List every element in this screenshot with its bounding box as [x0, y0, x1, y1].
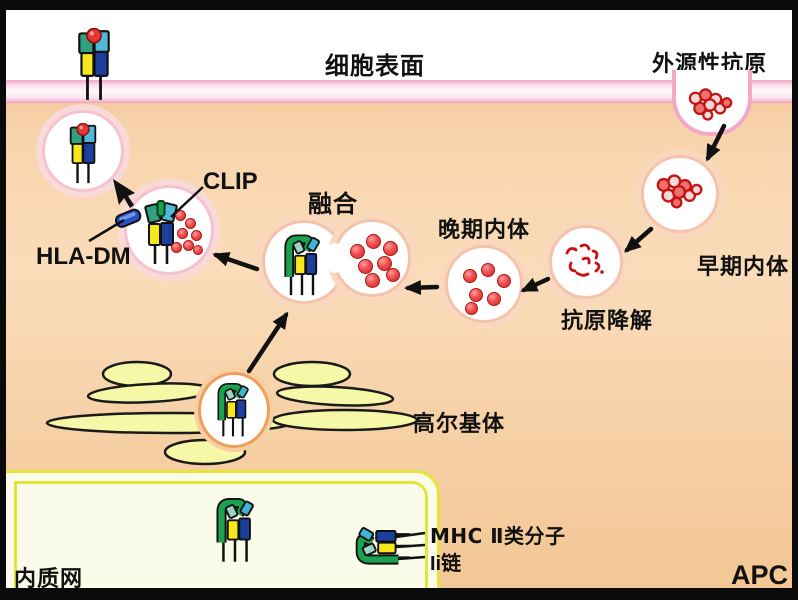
peptide-dot	[191, 230, 202, 241]
peptide-dot	[350, 244, 365, 259]
antigen-cluster-icon	[656, 174, 703, 209]
label-apc: APC	[731, 560, 789, 588]
peptide-dot	[465, 302, 478, 315]
antigen-cluster-icon	[688, 88, 733, 121]
mhc-ii-peptide-surface-icon	[72, 27, 116, 107]
mhc-ii-ii-chain-complex-icon	[284, 234, 320, 296]
label-fusion: 融合	[308, 191, 358, 218]
peptide-dot	[171, 242, 182, 253]
label-ii-chain: Ii链	[430, 553, 462, 575]
peptide-dot	[175, 210, 186, 221]
peptide-dot	[386, 268, 400, 282]
mhc-ii-ii-chain-complex-icon	[217, 383, 249, 437]
label-antigen-degradation: 抗原降解	[561, 308, 654, 333]
antigen-degradation-vesicle	[549, 225, 623, 299]
fusion-neck	[324, 243, 346, 273]
mhc-clip-vesicle	[124, 185, 214, 275]
plasma-membrane	[6, 80, 792, 103]
peptide-dot	[193, 245, 203, 255]
peptide-dot	[366, 234, 381, 249]
apc-cell-diagram: 细胞表面 外源性抗原	[6, 10, 792, 588]
label-hla-dm: HLA-DM	[36, 243, 131, 270]
peptide-dot	[469, 288, 483, 302]
early-endosome-vesicle	[641, 155, 719, 233]
degraded-antigen-icon	[565, 243, 604, 277]
exocytic-vesicle	[42, 110, 124, 192]
peptide-dot	[177, 228, 188, 239]
mhc-ii-peptide-icon	[69, 123, 97, 184]
label-early-endosome: 早期内体	[697, 254, 790, 279]
peptide-dot	[365, 273, 380, 288]
peptide-dot	[463, 269, 477, 283]
peptide-dot	[358, 259, 373, 274]
peptide-dot	[377, 256, 392, 271]
peptide-dot	[497, 274, 511, 288]
label-late-endosome: 晚期内体	[438, 217, 531, 242]
peptide-dot	[185, 218, 196, 229]
label-mhc-ii-molecule: MHC Ⅱ类分子	[430, 524, 566, 548]
label-golgi: 高尔基体	[413, 411, 506, 436]
peptide-dot	[487, 292, 501, 306]
peptide-dot	[383, 241, 398, 256]
mhc-ii-ii-chain-complex-horizontal-icon	[354, 518, 411, 574]
fusion-vesicle-right	[333, 219, 411, 297]
golgi-transport-vesicle	[198, 372, 270, 448]
peptide-dot	[481, 263, 495, 277]
label-clip: CLIP	[203, 168, 258, 195]
late-endosome-vesicle	[445, 245, 523, 323]
label-cell-surface: 细胞表面	[325, 53, 425, 80]
label-er: 内质网	[14, 566, 84, 588]
